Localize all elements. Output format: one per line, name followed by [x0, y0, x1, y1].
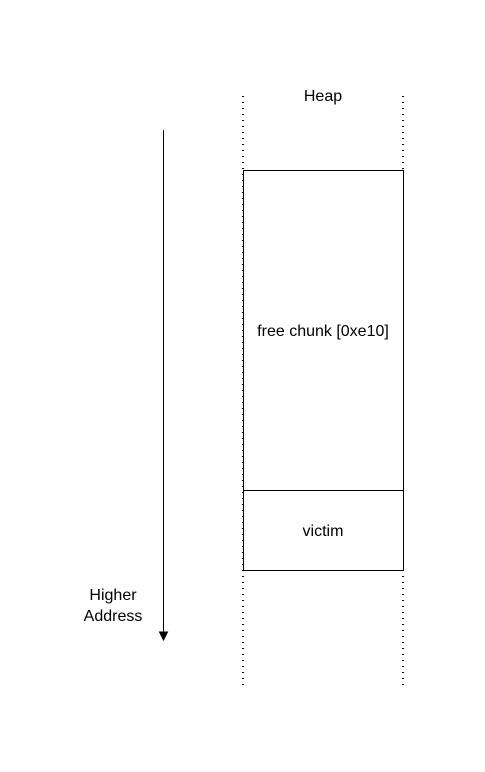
free-chunk-label: free chunk [0xe10] [257, 323, 389, 340]
higher-address-line1: Higher [89, 587, 137, 604]
victim-chunk-box [243, 490, 404, 571]
free-chunk-box [243, 170, 404, 491]
higher-address-label: Higher Address [63, 585, 163, 627]
victim-chunk-label: victim [302, 523, 344, 540]
address-direction-arrowhead [158, 631, 169, 642]
heap-title: Heap [303, 88, 343, 105]
higher-address-line2: Address [83, 608, 143, 625]
